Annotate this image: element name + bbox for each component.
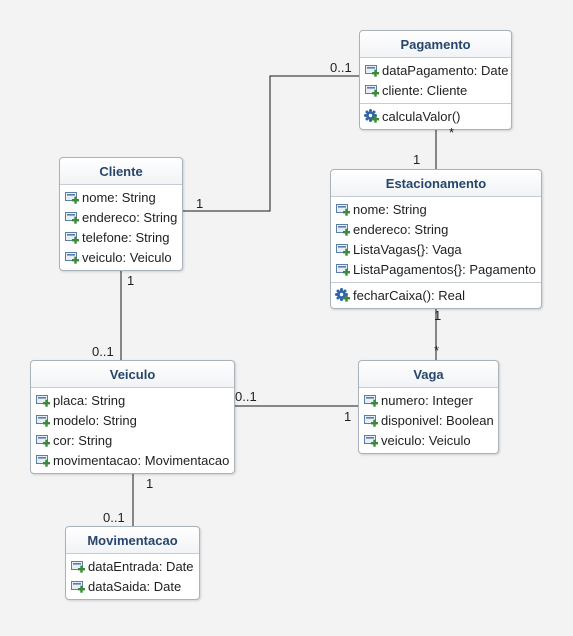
multiplicity-label: 0..1 [330, 60, 352, 75]
attribute-row[interactable]: nome: String [331, 200, 541, 220]
class-estacionamento[interactable]: Estacionamento nome: String endereco: Stri… [330, 169, 542, 309]
multiplicity-label: * [449, 125, 455, 140]
class-title: Estacionamento [331, 170, 541, 197]
attribute-text: dataEntrada: Date [88, 559, 194, 574]
attribute-compartment: dataEntrada: Date dataSaida: Date [66, 554, 199, 599]
multiplicity-label: 1 [196, 196, 204, 211]
attribute-row[interactable]: modelo: String [31, 411, 234, 431]
attribute-icon [364, 83, 380, 99]
attribute-icon [335, 242, 351, 258]
attribute-text: telefone: String [82, 230, 170, 245]
attribute-row[interactable]: cor: String [31, 431, 234, 451]
attribute-text: placa: String [53, 393, 126, 408]
attribute-text: movimentacao: Movimentacao [53, 453, 230, 468]
attribute-icon [35, 393, 51, 409]
operation-text: fecharCaixa(): Real [353, 288, 465, 303]
attribute-text: dataSaida: Date [88, 579, 182, 594]
attribute-row[interactable]: ListaVagas{}: Vaga [331, 240, 541, 260]
attribute-text: veiculo: Veiculo [381, 433, 471, 448]
attribute-icon [64, 230, 80, 246]
attribute-icon [35, 453, 51, 469]
attribute-icon [364, 63, 380, 79]
attribute-row[interactable]: dataPagamento: Date [360, 61, 511, 81]
attribute-text: endereco: String [353, 222, 449, 237]
association-line-cliente-pagamento[interactable] [183, 75, 359, 212]
attribute-icon [363, 413, 379, 429]
class-title: Veiculo [31, 361, 234, 388]
attribute-row[interactable]: movimentacao: Movimentacao [31, 451, 234, 471]
class-movimentacao[interactable]: Movimentacao dataEntrada: Date dataSaida: … [65, 526, 200, 600]
operation-gear-icon [364, 109, 380, 125]
operation-compartment: fecharCaixa(): Real [331, 282, 541, 308]
attribute-icon [363, 433, 379, 449]
attribute-icon [35, 433, 51, 449]
attribute-compartment: nome: String endereco: String telefone: St… [60, 185, 182, 270]
attribute-text: nome: String [82, 190, 156, 205]
attribute-icon [335, 202, 351, 218]
attribute-row[interactable]: cliente: Cliente [360, 81, 511, 101]
multiplicity-label: 0..1 [103, 510, 125, 525]
attribute-icon [64, 250, 80, 266]
attribute-text: nome: String [353, 202, 427, 217]
attribute-icon [64, 190, 80, 206]
attribute-row[interactable]: endereco: String [60, 208, 182, 228]
class-veiculo[interactable]: Veiculo placa: String modelo: String cor: S… [30, 360, 235, 474]
operation-compartment: calculaValor() [360, 103, 511, 129]
attribute-text: numero: Integer [381, 393, 473, 408]
attribute-icon [70, 579, 86, 595]
attribute-text: ListaVagas{}: Vaga [353, 242, 462, 257]
multiplicity-label: 1 [146, 476, 154, 491]
attribute-row[interactable]: telefone: String [60, 228, 182, 248]
multiplicity-label: 1 [344, 409, 352, 424]
attribute-row[interactable]: veiculo: Veiculo [359, 431, 498, 451]
multiplicity-label: 1 [127, 273, 135, 288]
class-title: Pagamento [360, 31, 511, 58]
operation-gear-icon [335, 288, 351, 304]
attribute-text: cor: String [53, 433, 113, 448]
attribute-icon [335, 222, 351, 238]
attribute-row[interactable]: numero: Integer [359, 391, 498, 411]
attribute-text: veiculo: Veiculo [82, 250, 172, 265]
multiplicity-label: 1 [434, 308, 442, 323]
attribute-text: modelo: String [53, 413, 137, 428]
class-cliente[interactable]: Cliente nome: String endereco: String telef… [59, 157, 183, 271]
attribute-text: dataPagamento: Date [382, 63, 509, 78]
attribute-icon [335, 262, 351, 278]
attribute-icon [363, 393, 379, 409]
attribute-icon [70, 559, 86, 575]
attribute-compartment: dataPagamento: Date cliente: Cliente [360, 58, 511, 103]
attribute-text: ListaPagamentos{}: Pagamento [353, 262, 536, 277]
multiplicity-label: * [434, 343, 440, 358]
attribute-row[interactable]: disponivel: Boolean [359, 411, 498, 431]
attribute-text: endereco: String [82, 210, 178, 225]
attribute-row[interactable]: ListaPagamentos{}: Pagamento [331, 260, 541, 280]
attribute-icon [64, 210, 80, 226]
attribute-row[interactable]: placa: String [31, 391, 234, 411]
operation-text: calculaValor() [382, 109, 461, 124]
attribute-row[interactable]: nome: String [60, 188, 182, 208]
multiplicity-label: 0..1 [92, 344, 114, 359]
class-vaga[interactable]: Vaga numero: Integer disponivel: Boolean ve… [358, 360, 499, 454]
class-title: Vaga [359, 361, 498, 388]
class-pagamento[interactable]: Pagamento dataPagamento: Date cliente: Cli… [359, 30, 512, 130]
attribute-row[interactable]: endereco: String [331, 220, 541, 240]
attribute-icon [35, 413, 51, 429]
attribute-compartment: numero: Integer disponivel: Boolean veicul… [359, 388, 498, 453]
attribute-row[interactable]: dataSaida: Date [66, 577, 199, 597]
attribute-text: disponivel: Boolean [381, 413, 494, 428]
attribute-row[interactable]: veiculo: Veiculo [60, 248, 182, 268]
attribute-row[interactable]: dataEntrada: Date [66, 557, 199, 577]
multiplicity-label: 1 [413, 152, 421, 167]
operation-row[interactable]: calculaValor() [360, 107, 511, 127]
attribute-text: cliente: Cliente [382, 83, 468, 98]
class-title: Movimentacao [66, 527, 199, 554]
class-title: Cliente [60, 158, 182, 185]
operation-row[interactable]: fecharCaixa(): Real [331, 286, 541, 306]
attribute-compartment: placa: String modelo: String cor: String mo… [31, 388, 234, 473]
multiplicity-label: 0..1 [235, 389, 257, 404]
